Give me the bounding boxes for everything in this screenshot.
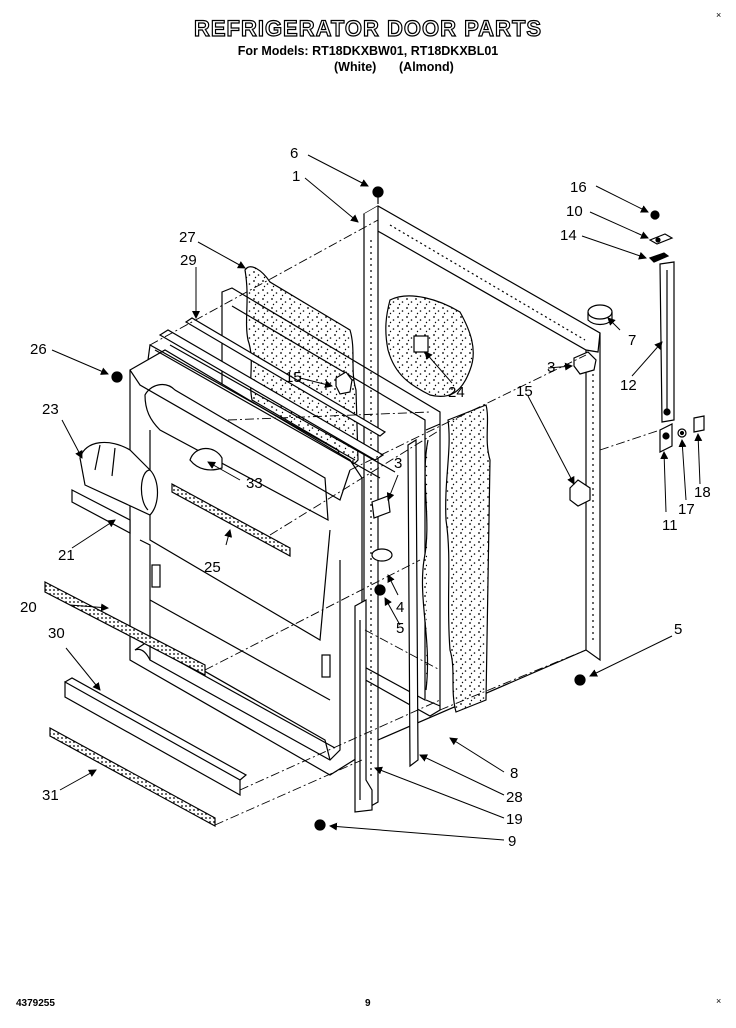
callout-18: 18	[694, 484, 711, 501]
stop-15-right	[569, 479, 591, 507]
callout-27: 27	[179, 229, 196, 246]
hinge-parts-11-17-18	[659, 415, 705, 453]
callout-9: 9	[508, 833, 516, 850]
callout-5-left: 5	[396, 620, 404, 637]
callout-12: 12	[620, 377, 637, 394]
door-shelf-25	[171, 482, 291, 558]
handle-cap-7	[587, 304, 613, 326]
callout-28: 28	[506, 789, 523, 806]
callout-29: 29	[180, 252, 197, 269]
callout-1: 1	[292, 168, 300, 185]
callout-14: 14	[560, 227, 577, 244]
corner-mark-bottom: ×	[716, 996, 722, 1006]
page-title: REFRIGERATOR DOOR PARTS	[193, 15, 543, 41]
callout-23: 23	[42, 401, 59, 418]
doc-number: 4379255	[16, 998, 55, 1009]
door-shelf-31	[49, 726, 216, 828]
upper-rail	[154, 344, 396, 479]
assembly-lines	[149, 219, 661, 826]
callout-21: 21	[58, 547, 75, 564]
hinge-pin-16	[650, 210, 660, 220]
screw-6	[372, 186, 384, 204]
callout-31: 31	[42, 787, 59, 804]
callout-25: 25	[204, 559, 221, 576]
stop-3-right	[573, 351, 597, 375]
callout-5-right: 5	[674, 621, 682, 638]
handle-12	[659, 261, 675, 423]
trim-strip-upper	[158, 329, 385, 461]
callout-labels: 6 1 27 29 26 15 23 33 21 25 20 30 31 3 4…	[20, 145, 711, 850]
corner-mark-top: ×	[716, 10, 722, 20]
callout-16: 16	[570, 179, 587, 196]
callout-7: 7	[628, 332, 636, 349]
leader-lines	[51, 154, 703, 841]
color-white-label: (White)	[334, 60, 377, 74]
callout-20: 20	[20, 599, 37, 616]
door-liner	[129, 344, 363, 776]
callout-3-left: 3	[394, 455, 402, 472]
screw-5-bottom	[574, 674, 586, 686]
hinge-shim-14	[648, 252, 670, 263]
stop-15-left	[335, 371, 353, 395]
callout-15-right: 15	[516, 383, 533, 400]
color-almond-label: (Almond)	[399, 60, 454, 74]
page-number: 9	[365, 998, 371, 1009]
callout-24: 24	[448, 384, 465, 401]
hinge-bracket-3-left	[371, 495, 391, 519]
trim-strip-28	[407, 438, 419, 768]
callout-15-left: 15	[285, 369, 302, 386]
hinge-4	[371, 548, 393, 596]
callout-10: 10	[566, 203, 583, 220]
callout-19: 19	[506, 811, 523, 828]
hinge-trim-19	[354, 598, 373, 813]
screw-26	[111, 371, 123, 383]
callout-8: 8	[510, 765, 518, 782]
callout-26: 26	[30, 341, 47, 358]
callout-30: 30	[48, 625, 65, 642]
callout-3-right: 3	[547, 359, 555, 376]
door-shelf-30	[64, 677, 248, 797]
trim-strip-29	[184, 317, 387, 437]
models-line: For Models: RT18DKXBW01, RT18DKXBL01	[237, 44, 499, 58]
foam-patch-24	[385, 295, 474, 397]
callout-33: 33	[246, 475, 263, 492]
callout-17: 17	[678, 501, 695, 518]
foam-insulation-right	[445, 404, 491, 713]
door-shelf-20	[44, 581, 206, 676]
callout-4: 4	[396, 599, 404, 616]
screw-9-bottom	[314, 819, 326, 831]
callout-11: 11	[662, 517, 678, 534]
hinge-bushing-10	[648, 233, 674, 245]
callout-6: 6	[290, 145, 298, 162]
